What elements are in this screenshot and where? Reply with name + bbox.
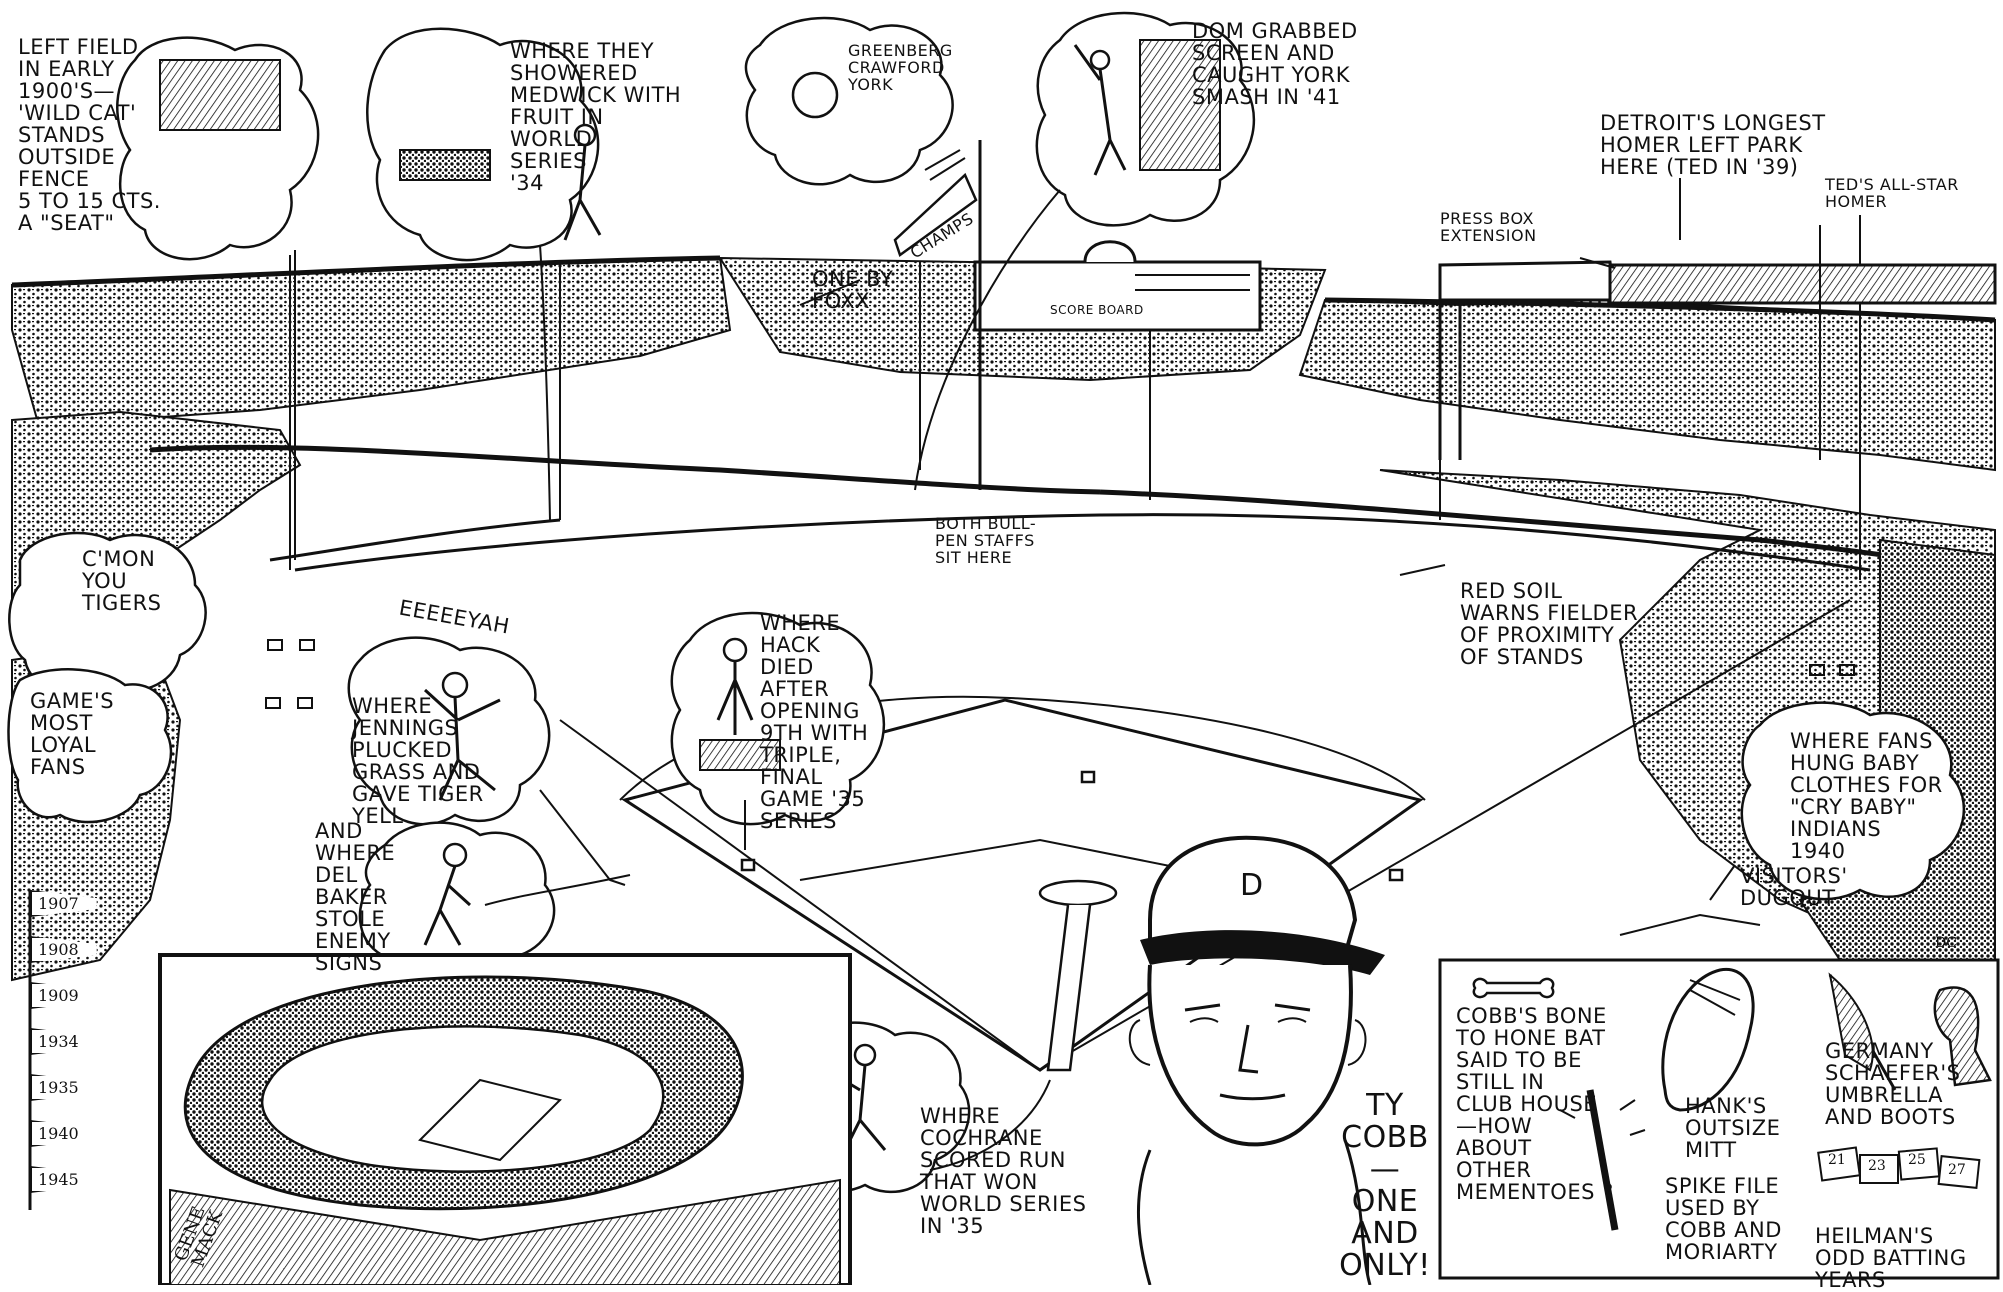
heilman-year-2: 23 (1868, 1158, 1886, 1174)
detroit-homer-caption: DETROIT'S LONGEST HOMER LEFT PARK HERE (… (1600, 111, 1826, 179)
heilman-caption: HEILMAN'S ODD BATTING YEARS (1815, 1224, 1967, 1292)
jennings-caption: WHERE JENNINGS PLUCKED GRASS AND GAVE TI… (352, 694, 484, 828)
cobb-bone-caption: COBB'S BONE TO HONE BAT SAID TO BE STILL… (1456, 1004, 1614, 1204)
cry-baby-caption: WHERE FANS HUNG BABY CLOTHES FOR "CRY BA… (1790, 729, 1943, 863)
visitors-dugout-caption: VISITORS' DUGOUT (1740, 864, 1848, 910)
heilman-year-1: 21 (1828, 1152, 1846, 1168)
medwick-caption: WHERE THEY SHOWERED MEDWICK WITH FRUIT I… (510, 39, 682, 195)
hack-caption: WHERE HACK DIED AFTER OPENING 9TH WITH T… (760, 611, 869, 833)
heilman-year-4: 27 (1948, 1162, 1966, 1178)
schaefer-caption: GERMANY SCHAEFER'S UMBRELLA AND BOOTS (1825, 1039, 1961, 1129)
greenberg-caption: GREENBERG CRAWFORD YORK (848, 41, 953, 94)
hanks-mitt-caption: HANK'S OUTSIZE MITT (1685, 1094, 1781, 1162)
dom-caption: DOM GRABBED SCREEN AND CAUGHT YORK SMASH… (1192, 19, 1358, 109)
del-baker-caption: AND WHERE DEL BAKER STOLE ENEMY SIGNS (315, 819, 396, 975)
cmon-tigers-caption: C'MON YOU TIGERS (82, 547, 162, 615)
stadium-inset (158, 953, 852, 1285)
mementoes-box (1438, 958, 2000, 1280)
player-figures (423, 44, 1127, 1161)
scoreboard-label: SCORE BOARD (1050, 303, 1144, 317)
ty-cobb-caption: TY COBB — ONE AND ONLY! (1339, 1088, 1431, 1283)
press-box-caption: PRESS BOX EXTENSION (1440, 209, 1537, 245)
left-field-caption: LEFT FIELD IN EARLY 1900'S— 'WILD CAT' S… (18, 35, 161, 235)
ty-cobb-portrait (1128, 835, 1385, 1285)
corner-mark: DC (1935, 935, 1957, 951)
heilman-year-3: 25 (1908, 1152, 1926, 1168)
leader-lines (294, 178, 1821, 1171)
bullpen-caption: BOTH BULL- PEN STAFFS SIT HERE (935, 514, 1037, 567)
loyal-fans-caption: GAME'S MOST LOYAL FANS (30, 689, 115, 779)
cochrane-caption: WHERE COCHRANE SCORED RUN THAT WON WORLD… (920, 1104, 1087, 1238)
red-soil-caption: RED SOIL WARNS FIELDER OF PROXIMITY OF S… (1460, 579, 1639, 669)
foxx-caption: ONE BY FOXX (812, 267, 894, 313)
cap-letter: D (1240, 868, 1264, 903)
spike-file-caption: SPIKE FILE USED BY COBB AND MORIARTY (1665, 1174, 1782, 1264)
teds-allstar-caption: TED'S ALL-STAR HOMER (1825, 175, 1959, 211)
